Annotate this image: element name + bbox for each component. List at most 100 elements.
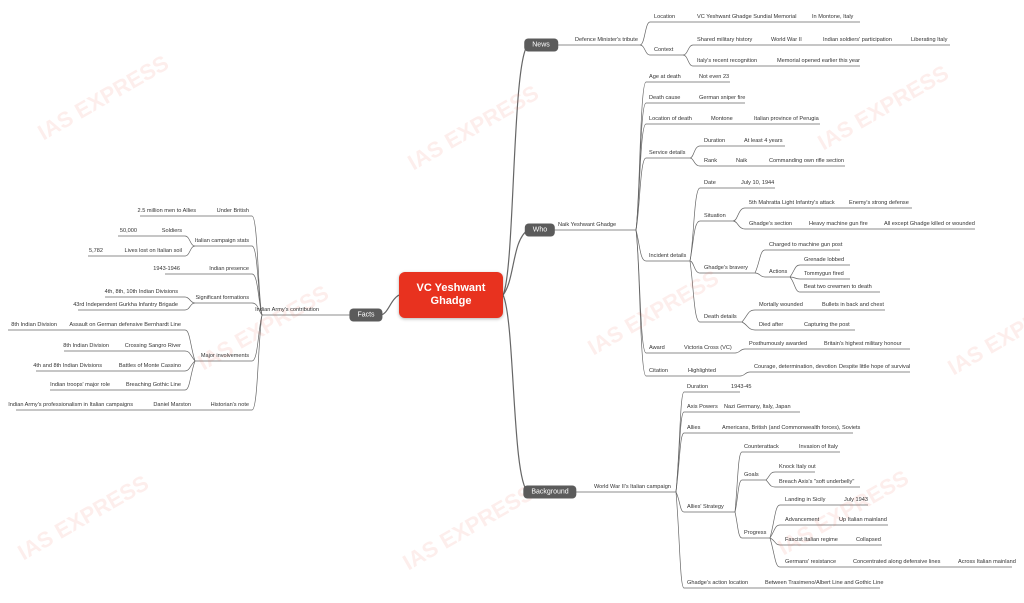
node-rifle-section[interactable]: Commanding own rifle section xyxy=(769,158,844,164)
node-indian-army-contribution[interactable]: Indian Army's contribution xyxy=(255,307,319,313)
node-across-mainland[interactable]: Across Italian mainland xyxy=(958,559,1016,565)
node-divisions[interactable]: 4th, 8th, 10th Indian Divisions xyxy=(104,289,178,295)
node-situation[interactable]: Situation xyxy=(704,213,726,219)
node-age-value[interactable]: Not even 23 xyxy=(699,74,730,80)
node-memorial-opened[interactable]: Memorial opened earlier this year xyxy=(777,58,861,64)
node-charged[interactable]: Charged to machine gun post xyxy=(769,242,843,248)
node-death-location[interactable]: Location of death xyxy=(649,116,692,122)
node-bg-duration[interactable]: Duration xyxy=(687,384,709,390)
node-date-value[interactable]: July 10, 1944 xyxy=(741,180,775,186)
node-memorial[interactable]: VC Yeshwant Ghadge Sundial Memorial xyxy=(697,14,797,20)
node-bg-duration-value[interactable]: 1943-45 xyxy=(731,384,752,390)
node-germans-resistance[interactable]: Germans' resistance xyxy=(785,559,837,565)
node-major-involvements[interactable]: Major involvements xyxy=(200,353,249,359)
node-age[interactable]: Age at death xyxy=(649,74,681,80)
branch-background[interactable]: Background xyxy=(523,485,577,499)
node-mortally-wounded[interactable]: Mortally wounded xyxy=(759,302,803,308)
node-montone[interactable]: Montone xyxy=(711,116,733,122)
node-ghadge-section[interactable]: Ghadge's section xyxy=(749,221,793,227)
node-italy-recognition[interactable]: Italy's recent recognition xyxy=(697,58,758,64)
node-presence-years[interactable]: 1943-1946 xyxy=(153,266,180,272)
node-sangro[interactable]: Crossing Sangro River xyxy=(124,343,181,349)
node-enemy-defense[interactable]: Enemy's strong defense xyxy=(849,200,909,206)
node-soldiers[interactable]: Soldiers xyxy=(161,228,182,234)
node-invasion[interactable]: Invasion of Italy xyxy=(799,444,838,450)
node-grenade[interactable]: Grenade lobbed xyxy=(804,257,845,263)
node-action-location[interactable]: Ghadge's action location xyxy=(687,580,749,586)
node-sicily[interactable]: Landing in Sicily xyxy=(785,497,826,503)
node-8th-division-a[interactable]: 8th Indian Division xyxy=(11,322,57,328)
node-courage[interactable]: Courage, determination, devotion xyxy=(754,364,837,370)
node-marston[interactable]: Daniel Marston xyxy=(153,402,191,408)
node-posthumous[interactable]: Posthumously awarded xyxy=(749,341,808,347)
branch-who[interactable]: Who xyxy=(524,223,556,237)
node-beat-crewmen[interactable]: Beat two crewmen to death xyxy=(804,284,872,290)
node-death-details[interactable]: Death details xyxy=(704,314,737,320)
node-participation[interactable]: Indian soldiers' participation xyxy=(823,37,892,43)
node-cause-value[interactable]: German sniper fire xyxy=(699,95,746,101)
node-july-1943[interactable]: July 1943 xyxy=(844,497,868,503)
node-4th-8th-divisions[interactable]: 4th and 8th Indian Divisions xyxy=(33,363,102,369)
node-allies[interactable]: Allies xyxy=(687,425,701,431)
node-duration[interactable]: Duration xyxy=(704,138,726,144)
node-gothic[interactable]: Breaching Gothic Line xyxy=(125,382,181,388)
node-bernhardt[interactable]: Assault on German defensive Bernhardt Li… xyxy=(69,322,181,328)
node-shared-history[interactable]: Shared military history xyxy=(697,37,753,43)
node-soldiers-value[interactable]: 50,000 xyxy=(119,228,137,234)
node-breach[interactable]: Breach Axis's "soft underbelly" xyxy=(779,479,855,485)
node-rank-value[interactable]: Naik xyxy=(736,158,748,164)
node-liberating-italy[interactable]: Liberating Italy xyxy=(911,37,948,43)
node-gurkha[interactable]: 43rd Independent Gurkha Infantry Brigade xyxy=(73,302,178,308)
node-citation[interactable]: Citation xyxy=(649,368,668,374)
node-advancement[interactable]: Advancement xyxy=(785,517,820,523)
node-tommygun[interactable]: Tommygun fired xyxy=(804,271,844,277)
central-topic[interactable]: VC Yeshwant Ghadge xyxy=(399,272,503,318)
node-naik[interactable]: Naik Yeshwant Ghadge xyxy=(558,222,617,228)
node-montone-italy[interactable]: In Montone, Italy xyxy=(812,14,854,20)
node-highlighted[interactable]: Highlighted xyxy=(688,368,716,374)
node-knock-italy[interactable]: Knock Italy out xyxy=(779,464,816,470)
branch-facts[interactable]: Facts xyxy=(349,308,383,322)
node-context[interactable]: Context xyxy=(654,47,674,53)
node-duration-value[interactable]: At least 4 years xyxy=(744,138,783,144)
node-axis-value[interactable]: Nazi Germany, Italy, Japan xyxy=(724,404,791,410)
node-between-lines[interactable]: Between Trasimeno/Albert Line and Gothic… xyxy=(765,580,884,586)
node-concentrated[interactable]: Concentrated along defensive lines xyxy=(853,559,941,565)
node-up-mainland[interactable]: Up Italian mainland xyxy=(839,517,887,523)
node-bravery[interactable]: Ghadge's bravery xyxy=(704,265,748,271)
node-cassino[interactable]: Battles of Monte Cassino xyxy=(118,363,181,369)
node-highest-honour[interactable]: Britain's highest military honour xyxy=(824,341,902,347)
node-lives-value[interactable]: 5,782 xyxy=(89,248,103,254)
node-professionalism[interactable]: Indian Army's professionalism in Italian… xyxy=(8,402,133,408)
node-ww2[interactable]: World War II xyxy=(771,37,802,43)
branch-news[interactable]: News xyxy=(524,38,558,52)
node-major-role[interactable]: Indian troops' major role xyxy=(50,382,110,388)
node-indian-presence[interactable]: Indian presence xyxy=(209,266,249,272)
node-rank[interactable]: Rank xyxy=(704,158,718,164)
node-goals[interactable]: Goals xyxy=(744,472,759,478)
node-capturing[interactable]: Capturing the post xyxy=(804,322,850,328)
node-victoria-cross[interactable]: Victoria Cross (VC) xyxy=(684,345,732,351)
node-progress[interactable]: Progress xyxy=(744,530,767,536)
node-perugia[interactable]: Italian province of Perugia xyxy=(754,116,819,122)
node-campaign-stats[interactable]: Italian campaign stats xyxy=(194,238,249,244)
node-incident[interactable]: Incident details xyxy=(649,253,687,259)
node-location[interactable]: Location xyxy=(654,14,676,20)
node-collapsed[interactable]: Collapsed xyxy=(856,537,881,543)
node-despite[interactable]: Despite little hope of survival xyxy=(839,364,911,370)
node-strategy[interactable]: Allies' Strategy xyxy=(687,504,724,510)
node-italian-campaign[interactable]: World War II's Italian campaign xyxy=(594,484,671,490)
node-date[interactable]: Date xyxy=(704,180,716,186)
node-formations[interactable]: Significant formations xyxy=(195,295,249,301)
node-tribute[interactable]: Defence Minister's tribute xyxy=(575,37,638,43)
node-maratha-attack[interactable]: 5th Mahratta Light Infantry's attack xyxy=(749,200,835,206)
node-historian[interactable]: Historian's note xyxy=(210,402,249,408)
node-fascist[interactable]: Fascist Italian regime xyxy=(785,537,838,543)
node-died-after[interactable]: Died after xyxy=(759,322,784,328)
node-service[interactable]: Service details xyxy=(649,150,686,156)
node-lives-lost[interactable]: Lives lost on Italian soil xyxy=(124,248,182,254)
node-actions[interactable]: Actions xyxy=(769,269,788,275)
node-all-killed[interactable]: All except Ghadge killed or wounded xyxy=(884,221,975,227)
node-mg-fire[interactable]: Heavy machine gun fire xyxy=(809,221,868,227)
node-counterattack[interactable]: Counterattack xyxy=(744,444,779,450)
